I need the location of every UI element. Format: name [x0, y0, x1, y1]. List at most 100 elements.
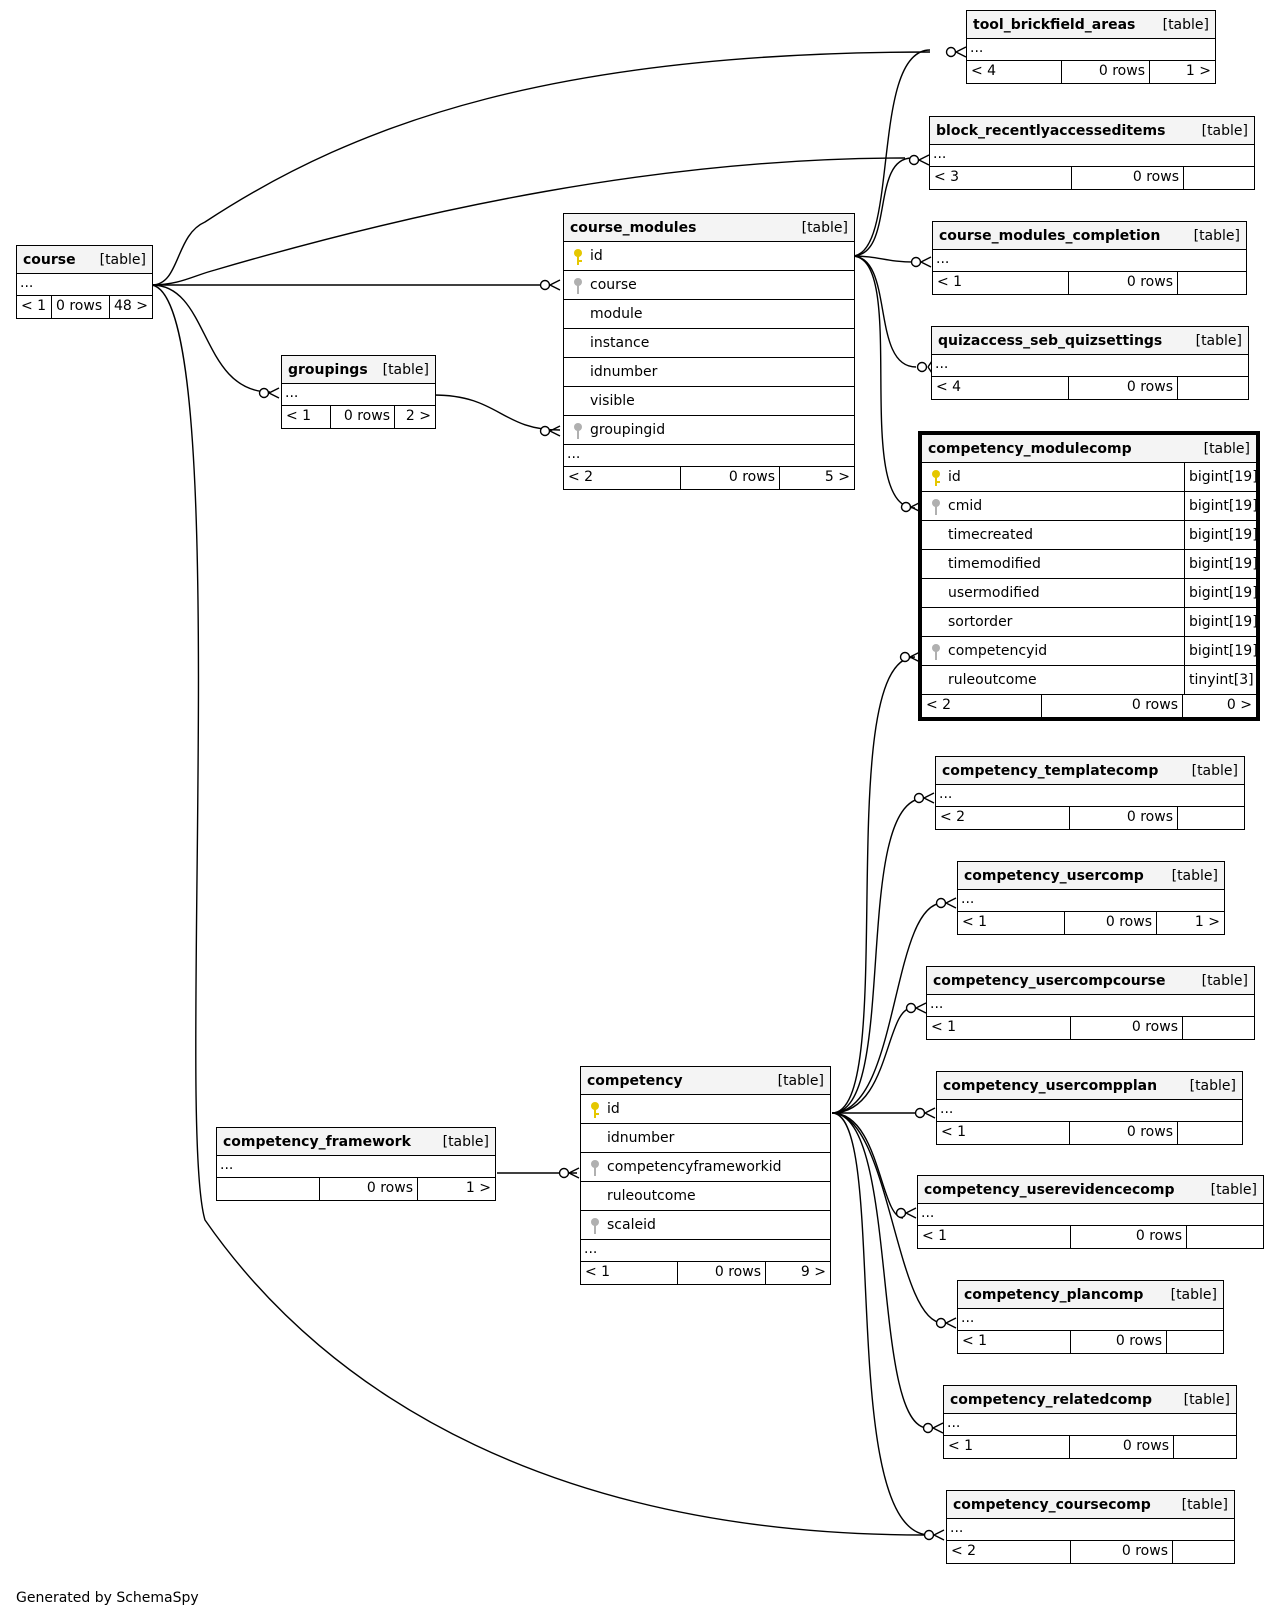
column-row[interactable]: id [564, 242, 854, 271]
children-count[interactable]: 1 > [1149, 61, 1215, 83]
table-header: course_modules[table] [564, 214, 854, 242]
children-count[interactable] [1173, 1436, 1236, 1458]
foreign-key-icon [932, 644, 940, 660]
parents-count[interactable]: < 3 [934, 169, 960, 185]
table-course[interactable]: course[table] ... < 1 0 rows 48 > [16, 245, 153, 319]
column-row[interactable]: id [581, 1095, 830, 1124]
table-footer: < 1 0 rows 2 > [282, 406, 435, 428]
column-row[interactable]: competencyframeworkid [581, 1153, 830, 1182]
table-competency-usercomp[interactable]: competency_usercomp[table] ... < 1 0 row… [957, 861, 1225, 935]
children-count[interactable] [1186, 1226, 1263, 1248]
table-course-modules-completion[interactable]: course_modules_completion[table] ... < 1… [932, 221, 1247, 295]
parents-count[interactable]: < 1 [922, 1228, 948, 1244]
table-type: [table] [99, 251, 146, 268]
ellipsis-row: ... [958, 890, 1224, 912]
children-count[interactable]: 2 > [394, 406, 435, 428]
table-header: competency [table] [581, 1067, 830, 1095]
column-row[interactable]: instance [564, 329, 854, 358]
children-count[interactable]: 9 > [765, 1262, 830, 1284]
ellipsis-row: ... [918, 1204, 1263, 1226]
parents-count[interactable]: < 1 [937, 274, 963, 290]
table-competency-userevidencecomp[interactable]: competency_userevidencecomp[table] ... <… [917, 1175, 1264, 1249]
parents-count[interactable]: < 2 [926, 697, 952, 713]
column-row[interactable]: idnumber [564, 358, 854, 387]
table-tool-brickfield-areas[interactable]: tool_brickfield_areas[table] ... < 4 0 r… [966, 10, 1216, 84]
column-name: course [590, 277, 637, 293]
children-count[interactable] [1172, 1541, 1234, 1563]
column-row[interactable]: idnumber [581, 1124, 830, 1153]
column-row[interactable]: ruleoutcome [581, 1182, 830, 1211]
table-name: competency_plancomp [964, 1286, 1144, 1303]
table-footer: < 1 0 rows [918, 1226, 1263, 1248]
table-name: competency_coursecomp [953, 1496, 1151, 1513]
table-header: block_recentlyaccesseditems[table] [930, 117, 1254, 145]
generated-by-note: Generated by SchemaSpy [16, 1590, 199, 1606]
children-count[interactable] [1182, 1017, 1254, 1039]
parents-count[interactable]: < 1 [286, 408, 312, 424]
table-header: competency_plancomp[table] [958, 1281, 1223, 1309]
parents-count[interactable]: < 2 [940, 809, 966, 825]
column-name: id [590, 248, 603, 264]
table-competency-usercompcourse[interactable]: competency_usercompcourse[table] ... < 1… [926, 966, 1255, 1040]
parents-count[interactable]: < 1 [962, 914, 988, 930]
children-count[interactable] [1177, 377, 1248, 399]
parents-count[interactable]: < 1 [21, 298, 47, 314]
parents-count[interactable] [217, 1178, 319, 1200]
column-row[interactable]: scaleid [581, 1211, 830, 1240]
table-competency-templatecomp[interactable]: competency_templatecomp[table] ... < 2 0… [935, 756, 1245, 830]
table-block-recentlyaccesseditems[interactable]: block_recentlyaccesseditems[table] ... <… [929, 116, 1255, 190]
children-count[interactable] [1177, 272, 1246, 294]
parents-count[interactable]: < 1 [948, 1438, 974, 1454]
table-type: [table] [1201, 122, 1248, 139]
children-count[interactable]: 1 > [417, 1178, 495, 1200]
ellipsis-row: ... [958, 1309, 1223, 1331]
parents-count[interactable]: < 1 [931, 1019, 957, 1035]
parents-count[interactable]: < 4 [936, 379, 962, 395]
parents-count[interactable]: < 1 [962, 1333, 988, 1349]
column-row[interactable]: course [564, 271, 854, 300]
table-competency-coursecomp[interactable]: competency_coursecomp[table] ... < 2 0 r… [946, 1490, 1235, 1564]
children-count[interactable] [1166, 1331, 1223, 1353]
table-header: competency_usercompplan[table] [937, 1072, 1242, 1100]
column-row[interactable]: visible [564, 387, 854, 416]
parents-count[interactable]: < 4 [971, 63, 997, 79]
table-footer: 0 rows 1 > [217, 1178, 495, 1200]
column-row[interactable]: groupingid [564, 416, 854, 445]
parents-count[interactable]: < 2 [951, 1543, 977, 1559]
table-footer: < 2 0 rows [936, 807, 1244, 829]
table-competency-framework[interactable]: competency_framework[table] ... 0 rows 1… [216, 1127, 496, 1201]
parents-count[interactable]: < 1 [941, 1124, 967, 1140]
children-count[interactable]: 48 > [109, 296, 152, 318]
children-count[interactable]: 1 > [1156, 912, 1224, 934]
children-count[interactable] [1177, 1122, 1242, 1144]
column-row[interactable]: module [564, 300, 854, 329]
table-competency-plancomp[interactable]: competency_plancomp[table] ... < 1 0 row… [957, 1280, 1224, 1354]
table-name: competency [587, 1072, 683, 1089]
table-course-modules[interactable]: course_modules[table] id course module i… [563, 213, 855, 490]
ellipsis-row: ... [282, 384, 435, 406]
children-count[interactable]: 0 > [1182, 695, 1256, 717]
table-footer: < 2 0 rows 0 > [922, 695, 1256, 717]
children-count[interactable] [1183, 167, 1254, 189]
table-name: course_modules [570, 219, 697, 236]
table-quizaccess-seb-quizsettings[interactable]: quizaccess_seb_quizsettings[table] ... <… [931, 326, 1249, 400]
table-competency-relatedcomp[interactable]: competency_relatedcomp[table] ... < 1 0 … [943, 1385, 1237, 1459]
table-type: [table] [1203, 440, 1250, 457]
parents-count[interactable]: < 1 [585, 1264, 611, 1280]
table-type: [table] [777, 1072, 824, 1089]
table-competency-usercompplan[interactable]: competency_usercompplan[table] ... < 1 0… [936, 1071, 1243, 1145]
parents-count[interactable]: < 2 [568, 469, 594, 485]
children-count[interactable]: 5 > [779, 467, 854, 489]
table-competency[interactable]: competency [table] id idnumber competency… [580, 1066, 831, 1285]
children-count[interactable] [1177, 807, 1244, 829]
table-groupings[interactable]: groupings[table] ... < 1 0 rows 2 > [281, 355, 436, 429]
